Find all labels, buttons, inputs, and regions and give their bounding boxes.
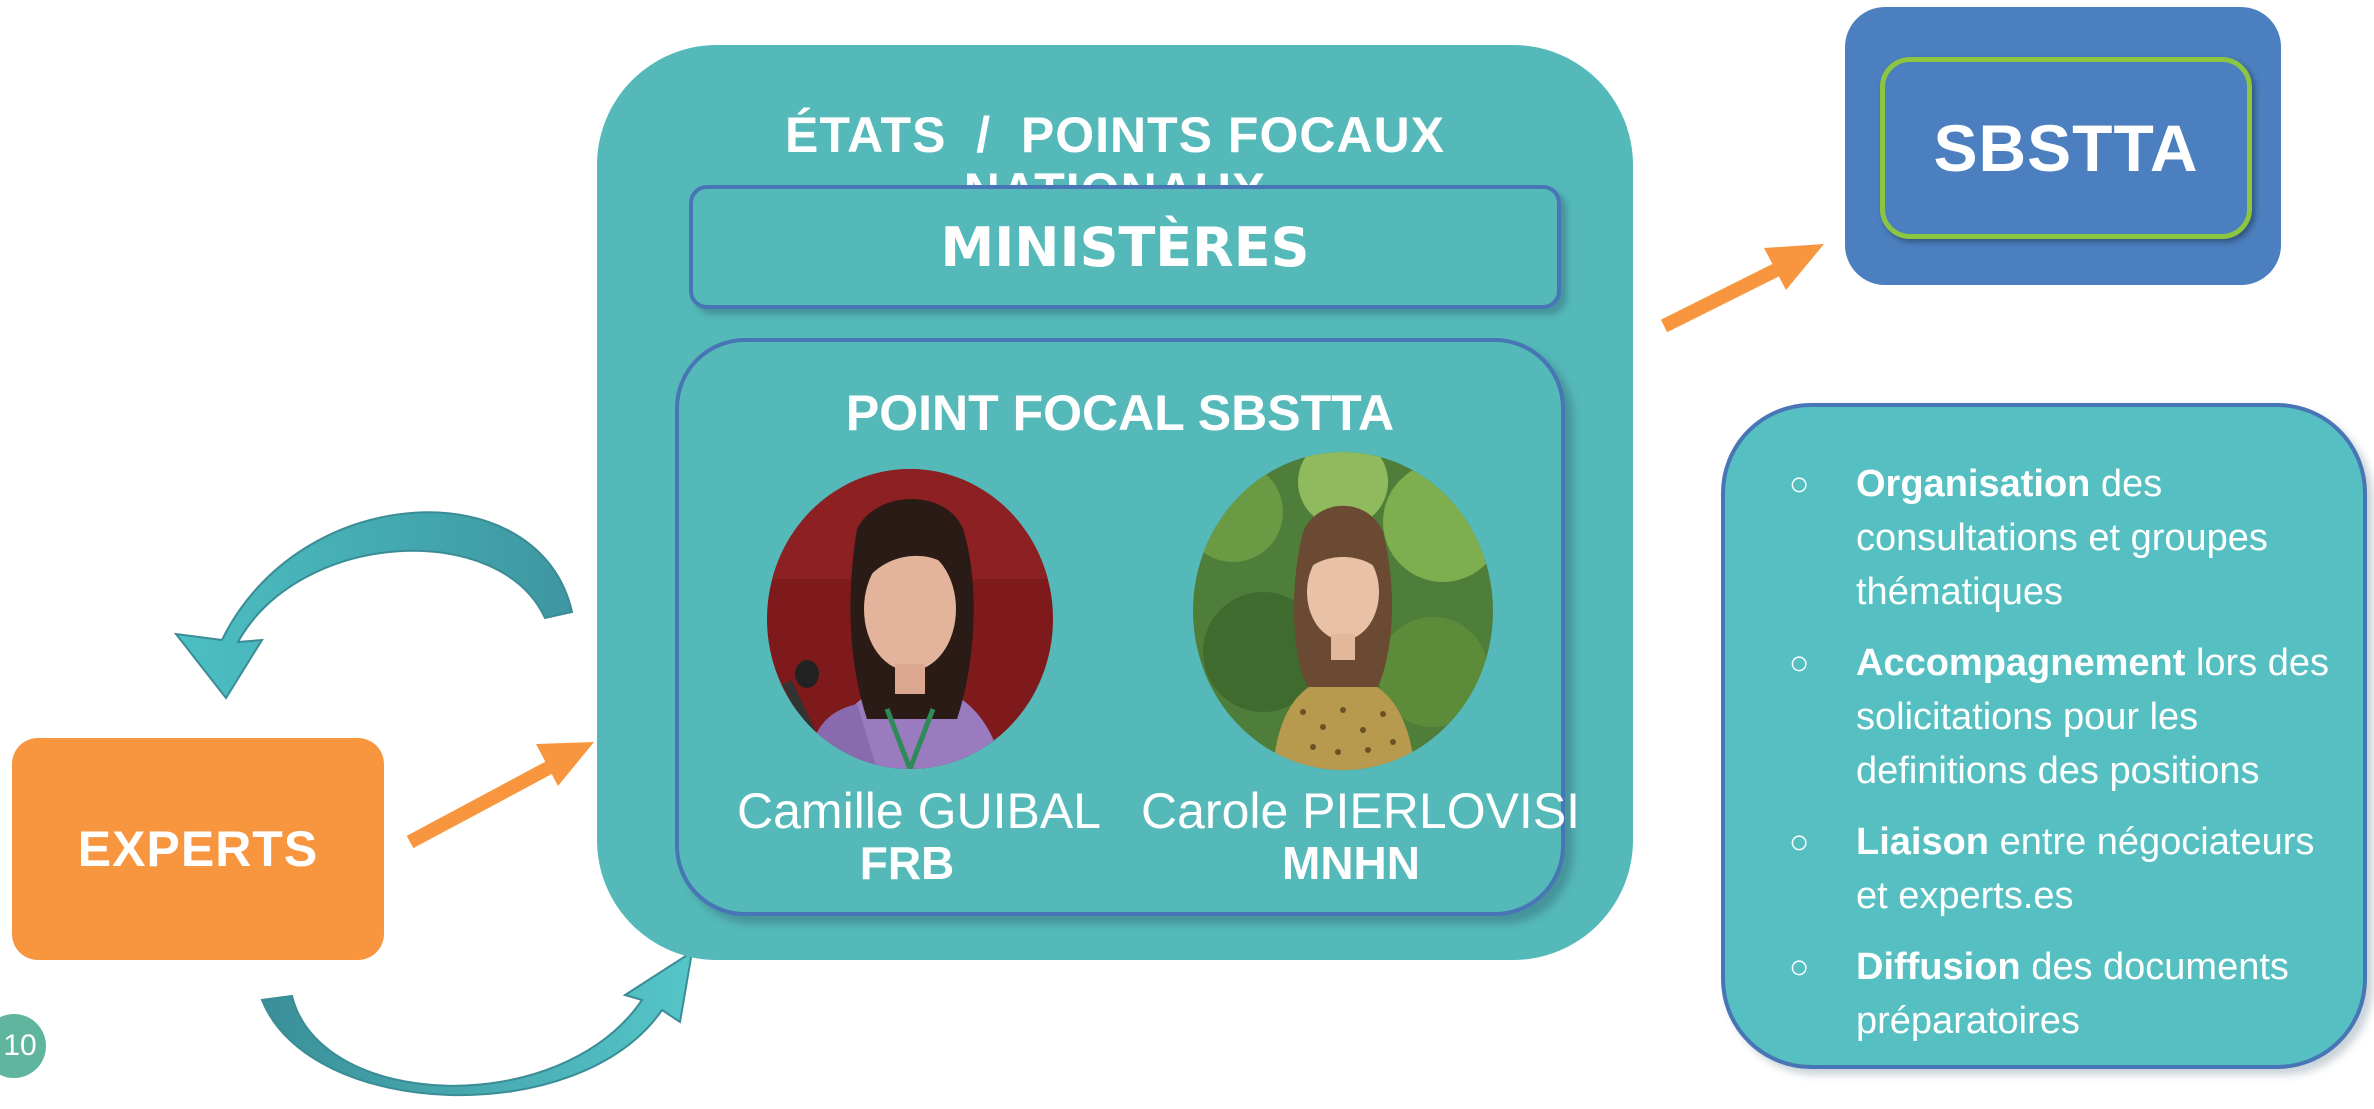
person-org-carole: MNHN (1282, 837, 1420, 889)
person-name-camille: Camille GUIBAL (737, 783, 1101, 839)
task-bold: Liaison (1856, 821, 1990, 863)
focal-point-box: POINT FOCAL SBSTTA (675, 338, 1581, 916)
experts-label: EXPERTS (77, 821, 319, 877)
focal-point-title: POINT FOCAL SBSTTA (845, 385, 1395, 441)
page-number: 10 (0, 1014, 46, 1078)
states-box: ÉTATS / POINTS FOCAUX NATIONAUX MINISTÈR… (597, 45, 1633, 960)
bullet-icon: ○ (1789, 465, 1810, 503)
states-title-line2: NATIONAUX (597, 161, 1633, 189)
states-title: ÉTATS / POINTS FOCAUX (784, 107, 1446, 163)
ministeres-box: MINISTÈRES (689, 185, 1561, 309)
tasks-list: ○ Organisation des consultations et grou… (1725, 457, 2363, 1065)
person-org-camille: FRB (859, 837, 955, 889)
task-bold: Organisation (1856, 463, 2091, 505)
sbstta-inner-box: SBSTTA (1880, 57, 2252, 239)
list-item: ○ Accompagnement lors des solicitations … (1725, 636, 2363, 798)
bullet-icon: ○ (1789, 948, 1810, 986)
arrow-states-to-sbstta (1660, 244, 1824, 333)
list-item: ○ Liaison entre négociateurs et experts.… (1725, 815, 2363, 923)
curved-arrow-top (173, 511, 574, 700)
bullet-icon: ○ (1789, 644, 1810, 682)
sbstta-label: SBSTTA (1933, 111, 2199, 185)
photo-carole (1193, 452, 1493, 770)
ministeres-label: MINISTÈRES (940, 215, 1310, 279)
bullet-icon: ○ (1789, 823, 1810, 861)
task-bold: Diffusion (1856, 946, 2021, 988)
experts-box: EXPERTS (12, 738, 384, 960)
task-text: des documents préparatoires (1856, 946, 2289, 1042)
task-text: entre négociateurs et experts.es (1856, 821, 2315, 917)
task-text: lors des solicitations pour les definiti… (1856, 642, 2330, 792)
list-item: ○ Organisation des consultations et grou… (1725, 457, 2363, 619)
arrow-experts-to-states (406, 742, 594, 849)
task-bold: Accompagnement (1856, 642, 2186, 684)
person-name-carole: Carole PIERLOVISI (1141, 783, 1581, 839)
photo-camille (767, 469, 1053, 769)
sbstta-box: SBSTTA (1845, 7, 2281, 285)
task-text: des consultations et groupes thématiques (1856, 463, 2268, 613)
tasks-box: ○ Organisation des consultations et grou… (1721, 403, 2367, 1069)
curved-arrow-bottom (260, 949, 694, 1096)
page-number-label: 10 (3, 1029, 37, 1062)
list-item: ○ Diffusion des documents préparatoires (1725, 940, 2363, 1048)
